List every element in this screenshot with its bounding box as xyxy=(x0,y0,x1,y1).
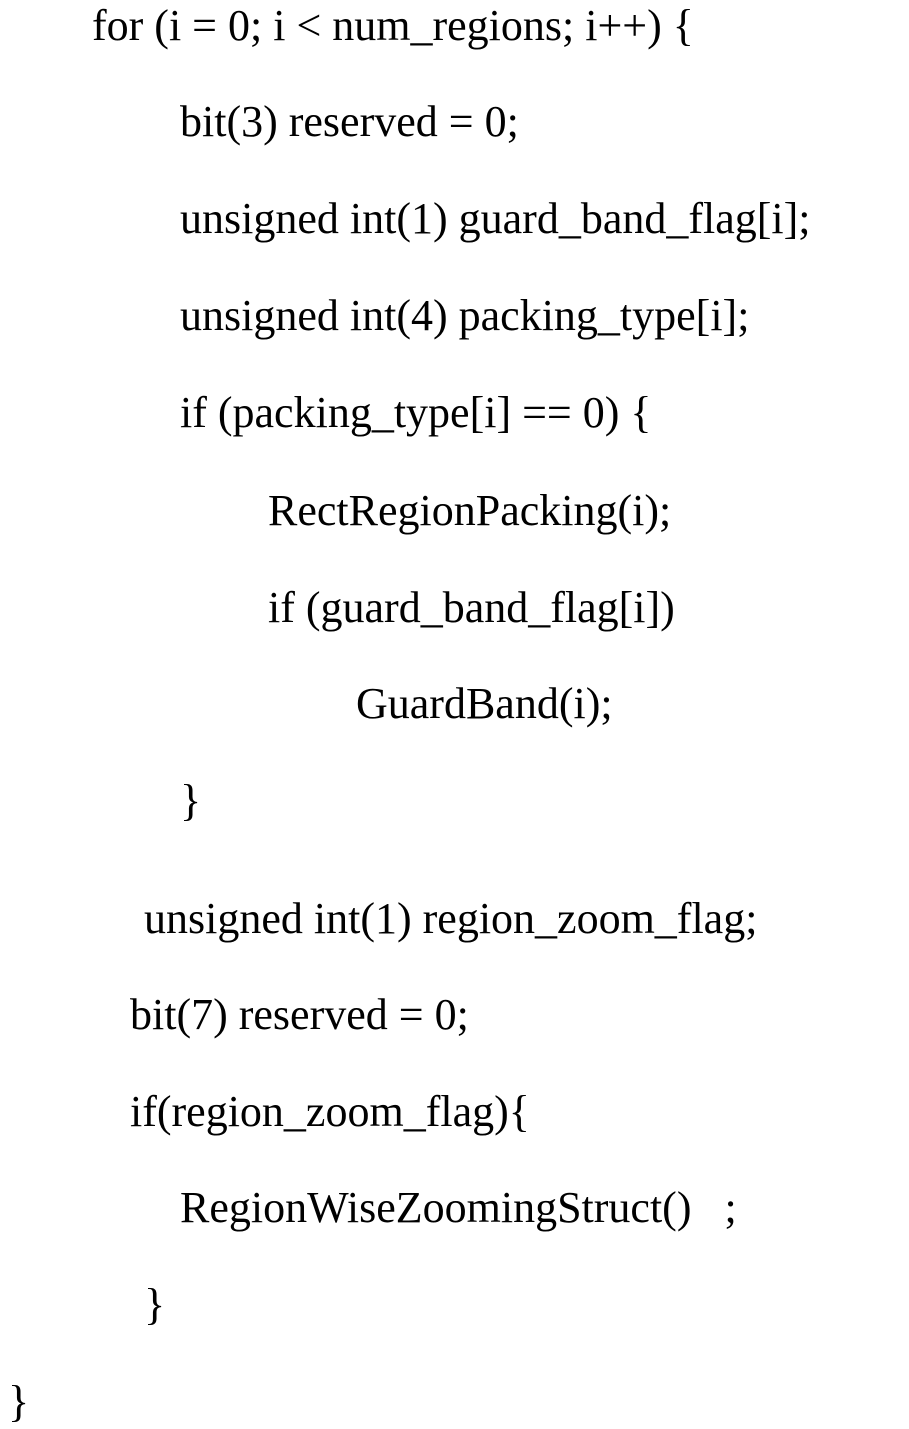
code-line-region-wise-zooming-struct: RegionWiseZoomingStruct() ; xyxy=(180,1186,737,1230)
code-line-guard-band-call: GuardBand(i); xyxy=(356,682,613,726)
code-line-close-if: } xyxy=(180,779,201,823)
code-line-if-guard-band: if (guard_band_flag[i]) xyxy=(268,586,675,630)
code-line-for-loop: for (i = 0; i < num_regions; i++) { xyxy=(92,4,694,48)
code-line-rect-region-packing: RectRegionPacking(i); xyxy=(268,489,671,533)
code-line-region-zoom-flag: unsigned int(1) region_zoom_flag; xyxy=(144,897,757,941)
code-line-if-packing-type: if (packing_type[i] == 0) { xyxy=(180,391,652,435)
code-line-close-if-zoom: } xyxy=(144,1283,165,1327)
code-line-guard-band-flag: unsigned int(1) guard_band_flag[i]; xyxy=(180,197,811,241)
code-line-reserved-bit3: bit(3) reserved = 0; xyxy=(180,100,519,144)
code-line-reserved-bit7: bit(7) reserved = 0; xyxy=(130,993,469,1037)
code-line-if-region-zoom: if(region_zoom_flag){ xyxy=(130,1090,530,1134)
code-line-packing-type: unsigned int(4) packing_type[i]; xyxy=(180,294,749,338)
code-line-close-for: } xyxy=(8,1380,29,1424)
